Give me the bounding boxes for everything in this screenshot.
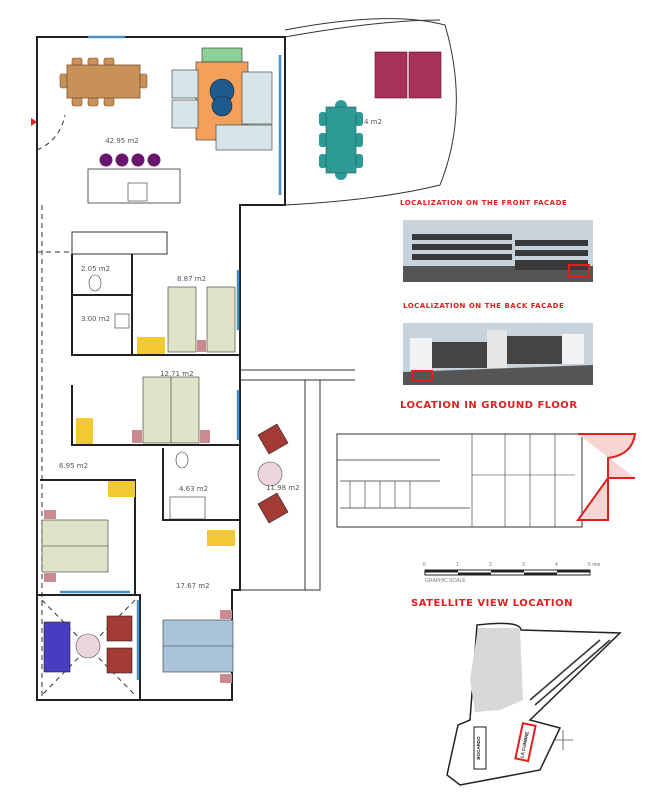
armchair (106, 615, 133, 642)
ground-floor-title: LOCATION IN GROUND FLOOR (400, 400, 578, 411)
wall (71, 254, 240, 356)
wall (162, 448, 240, 521)
area-label-bathroom-2: 4.63 m2 (179, 485, 208, 493)
bathtub (169, 496, 206, 520)
graphic-scale: 0 1 2 3 4 5 mts GRAPHIC SCALE (423, 562, 601, 584)
coffee-table (75, 633, 101, 659)
double-bed-2 (76, 376, 210, 444)
scale-tick: 3 (522, 562, 525, 568)
dining-table (59, 57, 148, 107)
living-lounge (171, 47, 273, 151)
building-label-bocardo: BOCARDO (476, 736, 481, 760)
entrance-arrow-icon (31, 118, 37, 126)
wall (71, 385, 240, 446)
toilet-icon (175, 451, 189, 469)
area-label-bedroom-2: 12.71 m2 (160, 370, 194, 378)
area-label-toilet: 2.05 m2 (81, 265, 110, 273)
back-facade-image (403, 323, 593, 385)
scale-label: GRAPHIC SCALE (425, 578, 466, 584)
area-label-terrace: 4 m2 (364, 118, 382, 126)
satellite-map-image: BOCARDO LA CUMBRE (446, 622, 622, 786)
balcony-outline (240, 369, 355, 591)
apartment-floor-plan: 42.95 m2 4 m2 (31, 18, 457, 701)
armchair (257, 492, 289, 524)
area-label-hall: 6.95 m2 (59, 462, 88, 470)
building-label-la-cumbre: LA CUMBRE (519, 731, 529, 758)
area-label-bedroom-twin: 8.87 m2 (177, 275, 206, 283)
master-bed (162, 530, 235, 683)
area-label-living: 42.95 m2 (105, 137, 139, 145)
scale-tick: 5 mts (588, 562, 601, 568)
area-label-balcony: 11.98 m2 (266, 484, 300, 492)
door-swing (36, 114, 66, 151)
ground-floor-plan-image (336, 433, 637, 528)
scale-tick: 0 (423, 562, 426, 568)
back-facade-title: LOCALIZATION ON THE BACK FACADE (403, 302, 564, 310)
front-facade-image (403, 220, 593, 282)
sofa (43, 621, 71, 673)
front-facade-title: LOCALIZATION ON THE FRONT FACADE (400, 199, 567, 207)
terrace-dining-table (319, 100, 363, 180)
wall (37, 479, 136, 596)
scale-tick: 4 (555, 562, 558, 568)
scale-tick: 2 (489, 562, 492, 568)
double-bed-3 (41, 481, 135, 582)
area-label-master-bedroom: 17.67 m2 (176, 582, 210, 590)
kitchen-island (87, 153, 181, 204)
balcony-table (257, 461, 283, 487)
satellite-title: SATELLITE VIEW LOCATION (411, 598, 573, 609)
sun-loungers (374, 51, 442, 99)
kitchen-counter (71, 231, 168, 255)
toilet-icon (88, 274, 102, 292)
terrace-outline (284, 18, 457, 206)
scale-tick: 1 (456, 562, 459, 568)
sink-icon (114, 313, 130, 329)
north-arrow-icon (553, 730, 573, 750)
twin-beds (137, 286, 236, 354)
terrace-edge (284, 19, 441, 38)
armchair (257, 423, 289, 455)
wall (135, 594, 141, 700)
area-label-bathroom-1: 3.00 m2 (81, 315, 110, 323)
armchair (106, 647, 133, 674)
